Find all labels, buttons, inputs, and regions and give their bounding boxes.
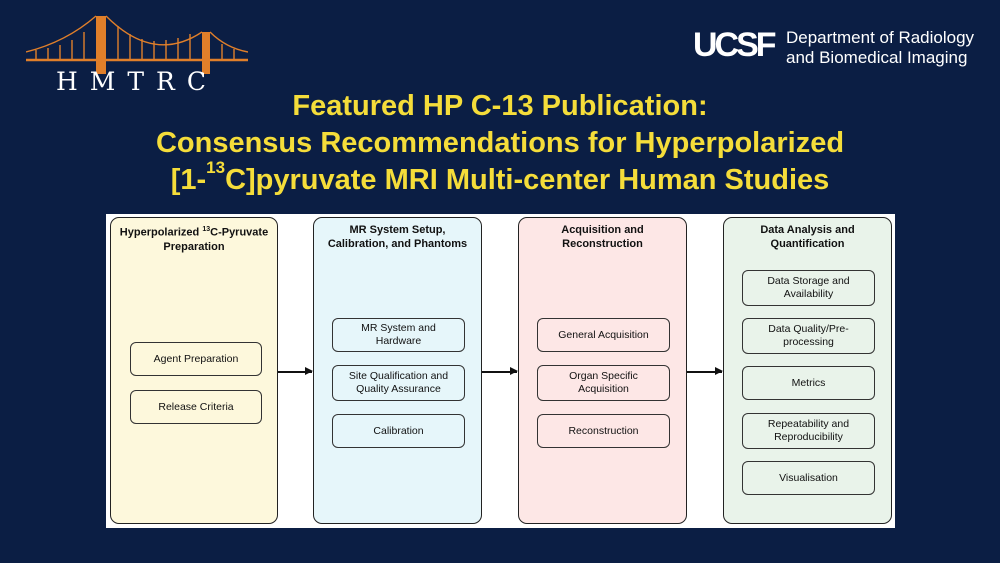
flow-arrow-1 <box>278 368 313 374</box>
department-line-2: and Biomedical Imaging <box>786 48 968 67</box>
step-organ-specific-acquisition: Organ Specific Acquisition <box>537 365 670 401</box>
heading-line-1: Data Analysis and <box>760 224 855 236</box>
department-line-1: Department of Radiology <box>786 28 975 47</box>
hmtrc-logo: HMTRC <box>25 12 249 96</box>
column-heading: MR System Setup, Calibration, and Phanto… <box>314 223 481 251</box>
logo-text: HMTRC <box>56 67 218 96</box>
heading-line-2: Calibration, and Phantoms <box>327 238 468 250</box>
flow-arrow-3 <box>687 368 723 374</box>
heading-line-2: Preparation <box>163 240 225 253</box>
flow-arrow-2 <box>482 368 518 374</box>
heading-line-2: Reconstruction <box>562 238 643 250</box>
column-pyruvate-preparation: Hyperpolarized 13C-Pyruvate Preparation … <box>110 217 278 524</box>
column-heading: Hyperpolarized 13C-Pyruvate Preparation <box>111 223 277 254</box>
workflow-diagram: Hyperpolarized 13C-Pyruvate Preparation … <box>106 214 895 528</box>
step-visualisation: Visualisation <box>742 461 875 495</box>
step-data-quality: Data Quality/Pre-processing <box>742 318 875 354</box>
department-name: Department of Radiology and Biomedical I… <box>786 28 974 68</box>
heading-suffix: C-Pyruvate <box>210 226 269 239</box>
step-repeatability: Repeatability and Reproducibility <box>742 413 875 449</box>
step-calibration: Calibration <box>332 414 465 448</box>
title-line-1: Featured HP C-13 Publication: <box>292 90 708 122</box>
step-site-qualification: Site Qualification and Quality Assurance <box>332 365 465 401</box>
title-line-3-prefix: [1- <box>170 164 207 196</box>
heading-line-1: MR System Setup, <box>349 224 446 236</box>
column-data-analysis: Data Analysis and Quantification Data St… <box>723 217 892 524</box>
column-acquisition-reconstruction: Acquisition and Reconstruction General A… <box>518 217 687 524</box>
step-release-criteria: Release Criteria <box>130 390 262 424</box>
step-metrics: Metrics <box>742 366 875 400</box>
heading-line-1: Acquisition and <box>561 224 644 236</box>
column-heading: Acquisition and Reconstruction <box>519 223 686 251</box>
page-title: Featured HP C-13 Publication: Consensus … <box>0 88 1000 199</box>
heading-line-2: Quantification <box>770 238 845 250</box>
step-reconstruction: Reconstruction <box>537 414 670 448</box>
column-heading: Data Analysis and Quantification <box>724 223 891 251</box>
title-line-3: [1-13C]pyruvate MRI Multi-center Human S… <box>0 159 1000 199</box>
title-line-2: Consensus Recommendations for Hyperpolar… <box>155 127 845 159</box>
column-mr-system-setup: MR System Setup, Calibration, and Phanto… <box>313 217 482 524</box>
step-agent-preparation: Agent Preparation <box>130 342 262 376</box>
step-mr-system-hardware: MR System and Hardware <box>332 318 465 352</box>
ucsf-header: UCSF Department of Radiology and Biomedi… <box>693 24 983 80</box>
step-data-storage: Data Storage and Availability <box>742 270 875 306</box>
step-general-acquisition: General Acquisition <box>537 318 670 352</box>
title-isotope-superscript: 13 <box>206 158 226 177</box>
heading-prefix: Hyperpolarized <box>119 226 203 239</box>
ucsf-logo-mark: UCSF <box>693 26 777 64</box>
heading-superscript: 13 <box>202 226 211 233</box>
title-line-3-suffix: C]pyruvate MRI Multi-center Human Studie… <box>225 164 830 196</box>
